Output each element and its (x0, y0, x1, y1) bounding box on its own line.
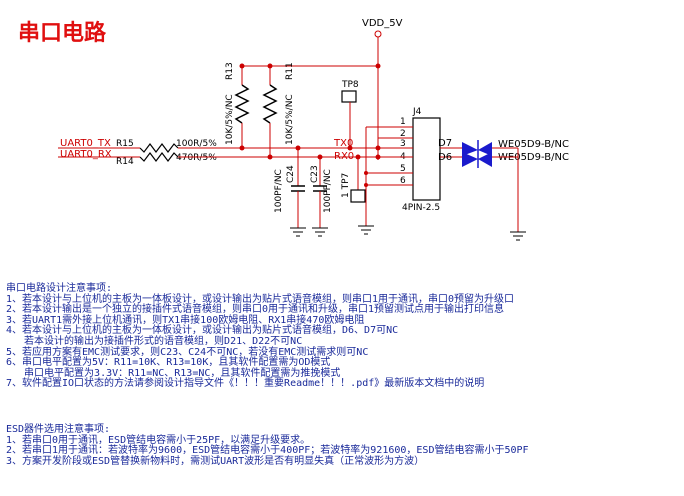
schematic-diagram: 串口电路 VDD_5V R13 10K/5%/NC R11 10K/5%/NC … (18, 18, 569, 241)
d7-ref: D7 (438, 138, 452, 149)
r13-ref: R13 (225, 62, 235, 80)
vdd-terminal (374, 30, 382, 38)
r14-resistor (139, 152, 179, 162)
esd-notes: ESD器件选用注意事项: 1、若串口0用于通讯，ESD管结电容需小于25PF，以… (6, 424, 529, 467)
svg-text:3: 3 (400, 139, 406, 149)
r13-value: 10K/5%/NC (225, 94, 235, 145)
svg-text:1: 1 (400, 117, 406, 127)
j4-value: 4PIN-2.5 (402, 203, 440, 213)
r14-value: 470R/5% (176, 153, 217, 163)
tx0-label: TX0 (333, 138, 353, 149)
r15-ref: R15 (116, 139, 134, 149)
design-note-line: 5、若应用方案有EMC测试要求，则C23、C24不可NC，若没有EMC测试需求则… (6, 346, 369, 358)
design-note-line: 7、软件配置IO口状态的方法请参阅设计指导文件《！！！重要Readme！！！.p… (6, 378, 485, 390)
ground-symbol-tvs (510, 231, 526, 241)
c24-ref: C24 (286, 165, 296, 183)
r15-resistor (139, 143, 179, 153)
ground-symbol-c24 (290, 227, 306, 237)
r13-resistor (234, 84, 250, 124)
tp7-testpoint (350, 189, 366, 203)
uart-rx-label: UART0_RX (60, 149, 112, 160)
design-note-line: 若本设计的输出为接插件形式的语音模组，则D21、D22不可NC (6, 335, 303, 347)
design-note-line: 串口电平配置为3.3V：R11=NC、R13=NC，且其软件配置需为推挽模式 (6, 367, 341, 379)
design-note-line: 3、若UART1需外接上位机通讯，则TX1串接100欧姆电阻、RX1串接470欧… (6, 314, 365, 326)
design-note-line: 6、串口电平配置为5V：R11=10K、R13=10K，且其软件配置需为OD模式 (6, 357, 331, 369)
vdd-label: VDD_5V (362, 18, 403, 29)
design-note-line: 4、若本设计与上位机的主板为一体板设计，或设计输出为贴片式语音模组，D6、D7可… (6, 325, 399, 337)
c23-value: 100PF/NC (323, 169, 333, 213)
r14-ref: R14 (116, 157, 134, 167)
svg-text:5: 5 (400, 164, 406, 174)
uart-tx-label: UART0_TX (60, 138, 111, 149)
c24-value: 100PF/NC (274, 169, 284, 213)
section-title: 串口电路 (18, 20, 107, 46)
design-notes-title: 串口电路设计注意事项: (6, 283, 113, 294)
svg-text:2: 2 (400, 129, 406, 139)
ground-symbol-j4 (358, 225, 374, 235)
r11-ref: R11 (285, 62, 295, 80)
d7-tvs-diode (462, 142, 492, 156)
design-notes: 串口电路设计注意事项: 1、若本设计与上位机的主板为一体板设计，或设计输出为贴片… (6, 283, 515, 390)
esd-note-line: 2、若串口1用于通讯：若波特率为9600，ESD管结电容需小于400PF；若波特… (6, 445, 529, 457)
tp7-label: 1 TP7 (341, 173, 351, 198)
d6-ref: D6 (438, 152, 452, 163)
r15-value: 100R/5% (176, 139, 217, 149)
esd-note-line: 1、若串口0用于通讯，ESD管结电容需小于25PF，以满足升级要求。 (6, 434, 311, 446)
j4-ref: J4 (412, 107, 422, 117)
design-note-line: 2、若本设计输出是一个独立的接插件式语音模组，则串口0用于通讯和升级，串口1预留… (6, 304, 505, 316)
c23-ref: C23 (310, 165, 320, 183)
ground-symbol-c23 (312, 227, 328, 237)
svg-text:6: 6 (400, 176, 406, 186)
tp8-label: TP8 (341, 80, 359, 90)
d6-tvs-diode (462, 152, 492, 167)
esd-notes-title: ESD器件选用注意事项: (6, 424, 111, 435)
tp8-testpoint (341, 90, 357, 103)
d7-value: WE05D9-B/NC (498, 139, 569, 150)
r11-value: 10K/5%/NC (285, 94, 295, 145)
j4-connector (412, 117, 441, 201)
r11-resistor (262, 84, 278, 124)
d6-value: WE05D9-B/NC (498, 152, 569, 163)
esd-note-line: 3、方案开发阶段或ESD管替换新物料时，需测试UART波形是否有明显失真（正常波… (6, 455, 425, 467)
rx0-label: RX0 (334, 151, 354, 162)
design-note-line: 1、若本设计与上位机的主板为一体板设计，或设计输出为贴片式语音模组，则串口1用于… (6, 293, 515, 305)
